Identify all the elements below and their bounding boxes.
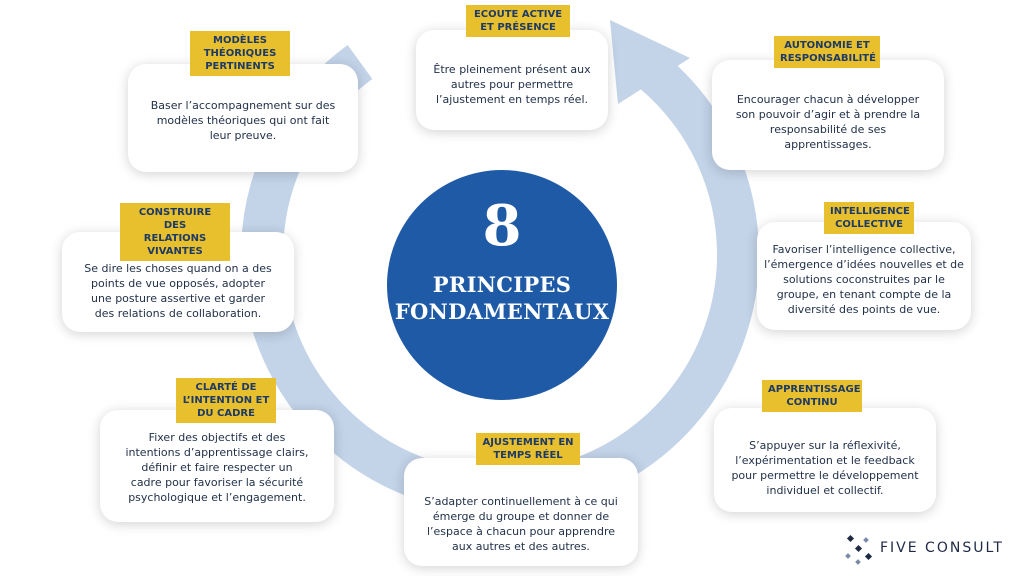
center-number: 8 [482,193,522,259]
principle-card-intelligence: Favoriser l’intelligence collective,l’ém… [757,222,971,330]
logo-mark-icon [845,534,873,565]
logo-text: FIVE CONSULT [880,540,1004,556]
center-circle: 8 PRINCIPES FONDAMENTAUX [387,170,617,400]
principle-desc: Favoriser l’intelligence collective,l’ém… [764,243,964,316]
principle-desc: S’appuyer sur la réflexivité,l’expérimen… [731,439,919,497]
cycle-arrowhead [610,20,690,104]
center-title-line1: PRINCIPES [432,272,572,297]
principle-card-apprentissage: S’appuyer sur la réflexivité,l’expérimen… [714,408,936,512]
center-title-line2: FONDAMENTAUX [394,299,610,324]
five-consult-logo: FIVE CONSULT [840,530,1010,570]
